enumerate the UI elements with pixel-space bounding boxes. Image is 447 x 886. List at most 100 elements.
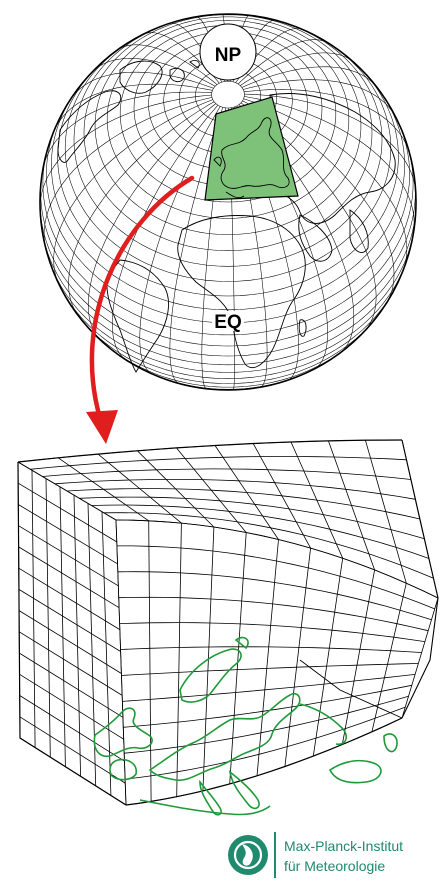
- africa-outline: [177, 215, 306, 368]
- left-face-column: [101, 511, 112, 796]
- zoom-arrow: [86, 175, 195, 444]
- equator-label-backdrop: [212, 311, 244, 331]
- longitude-line: [244, 96, 415, 233]
- right-edge: [401, 597, 439, 719]
- arabia-outline: [298, 214, 333, 262]
- longitude-line: [242, 100, 395, 303]
- front-face-row: [123, 684, 412, 728]
- mpi-emblem-inner-icon: [233, 840, 263, 870]
- right-edge: [401, 439, 439, 599]
- top-face-line: [91, 504, 430, 559]
- front-face-row: [121, 663, 419, 676]
- front-face-row: [122, 674, 416, 702]
- left-face-row: [18, 589, 121, 652]
- top-face-line: [17, 439, 403, 463]
- top-face-line: [66, 488, 421, 520]
- left-face-row: [18, 610, 122, 674]
- left-face-row: [19, 695, 125, 762]
- longitude-line: [243, 89, 410, 154]
- front-face-column: [401, 597, 439, 719]
- left-face-row: [18, 631, 123, 696]
- latitude-line: [136, 366, 320, 390]
- coastline-caspian: [383, 733, 398, 753]
- north-america-outline: [57, 90, 122, 163]
- front-face-row: [120, 646, 422, 653]
- north-pole-cap: [199, 23, 257, 81]
- top-face-line: [42, 468, 412, 480]
- longitude-line: [244, 93, 416, 192]
- madagascar-outline: [298, 319, 307, 337]
- front-face-row: [125, 706, 406, 780]
- logo-line-2: für Meteorologie: [284, 858, 385, 874]
- left-face-row: [18, 567, 121, 630]
- longitude-line: [88, 103, 216, 342]
- coastline-black-sea: [328, 759, 382, 784]
- front-face-column: [284, 548, 311, 767]
- arrow-head: [86, 410, 118, 444]
- longitude-line: [43, 97, 213, 247]
- latitude-line: [40, 176, 416, 347]
- coastline-italy: [199, 779, 222, 816]
- left-face-column: [31, 470, 36, 748]
- greenland-outline: [119, 60, 163, 94]
- grid-box-lines: [17, 439, 439, 806]
- north-pole-label: NP: [215, 45, 242, 66]
- top-face-line: [79, 496, 425, 540]
- front-face-column: [229, 532, 247, 784]
- coastline-west: [93, 707, 153, 758]
- south-america-outline: [106, 259, 169, 373]
- left-face-row: [17, 482, 118, 543]
- latitude-line: [77, 315, 379, 384]
- longitude-line: [240, 52, 353, 86]
- frame-edge: [125, 717, 403, 806]
- longitude-line: [240, 102, 377, 332]
- arctic-islands-outline: [169, 59, 200, 83]
- arrow-shaft: [89, 175, 195, 421]
- longitude-line: [139, 106, 221, 375]
- longitude-line: [39, 94, 212, 210]
- longitude-line: [169, 107, 224, 384]
- coastline-central-europe: [148, 692, 301, 782]
- longitude-line: [117, 44, 218, 85]
- front-face-column: [341, 569, 375, 745]
- left-face-row: [18, 546, 120, 609]
- longitude-line: [243, 79, 397, 119]
- longitude-line: [42, 91, 212, 168]
- left-face-row: [19, 716, 126, 784]
- mpi-logo: Max-Planck-Institut für Meteorologie: [228, 832, 403, 878]
- mpi-emblem-figure-icon: [242, 844, 253, 866]
- left-face-column: [45, 478, 51, 758]
- front-face-column: [176, 523, 182, 797]
- longitude-line: [237, 39, 330, 85]
- front-face-column: [148, 520, 152, 802]
- coastline-scandinavia: [179, 636, 249, 703]
- longitude-line: [70, 71, 214, 99]
- latitude-line: [51, 92, 405, 311]
- latitude-line: [42, 146, 414, 336]
- europe-region-highlight: [204, 96, 299, 201]
- left-face-column: [59, 486, 66, 767]
- left-face-row: [18, 504, 118, 565]
- grid-box-coastlines: [93, 636, 398, 816]
- latitude-line: [64, 39, 392, 282]
- latitude-line: [61, 290, 395, 379]
- india-outline: [349, 209, 369, 253]
- front-face-row: [125, 717, 403, 806]
- longitude-line: [241, 66, 378, 88]
- frame-edge: [17, 461, 127, 806]
- left-face-column: [73, 495, 81, 777]
- coastline-east: [299, 703, 348, 746]
- front-face-row: [124, 695, 409, 754]
- top-face-line: [115, 519, 439, 599]
- logo-divider: [274, 832, 276, 878]
- front-face-row: [116, 545, 435, 610]
- latitude-line: [42, 232, 414, 366]
- frame-edge: [17, 439, 403, 463]
- top-face-line: [30, 456, 407, 470]
- latitude-line: [57, 66, 399, 297]
- longitude-line: [68, 101, 215, 315]
- front-face-column: [371, 583, 407, 732]
- longitude-line: [53, 83, 213, 132]
- model-grid-box: [17, 439, 439, 816]
- front-face-column: [115, 519, 127, 806]
